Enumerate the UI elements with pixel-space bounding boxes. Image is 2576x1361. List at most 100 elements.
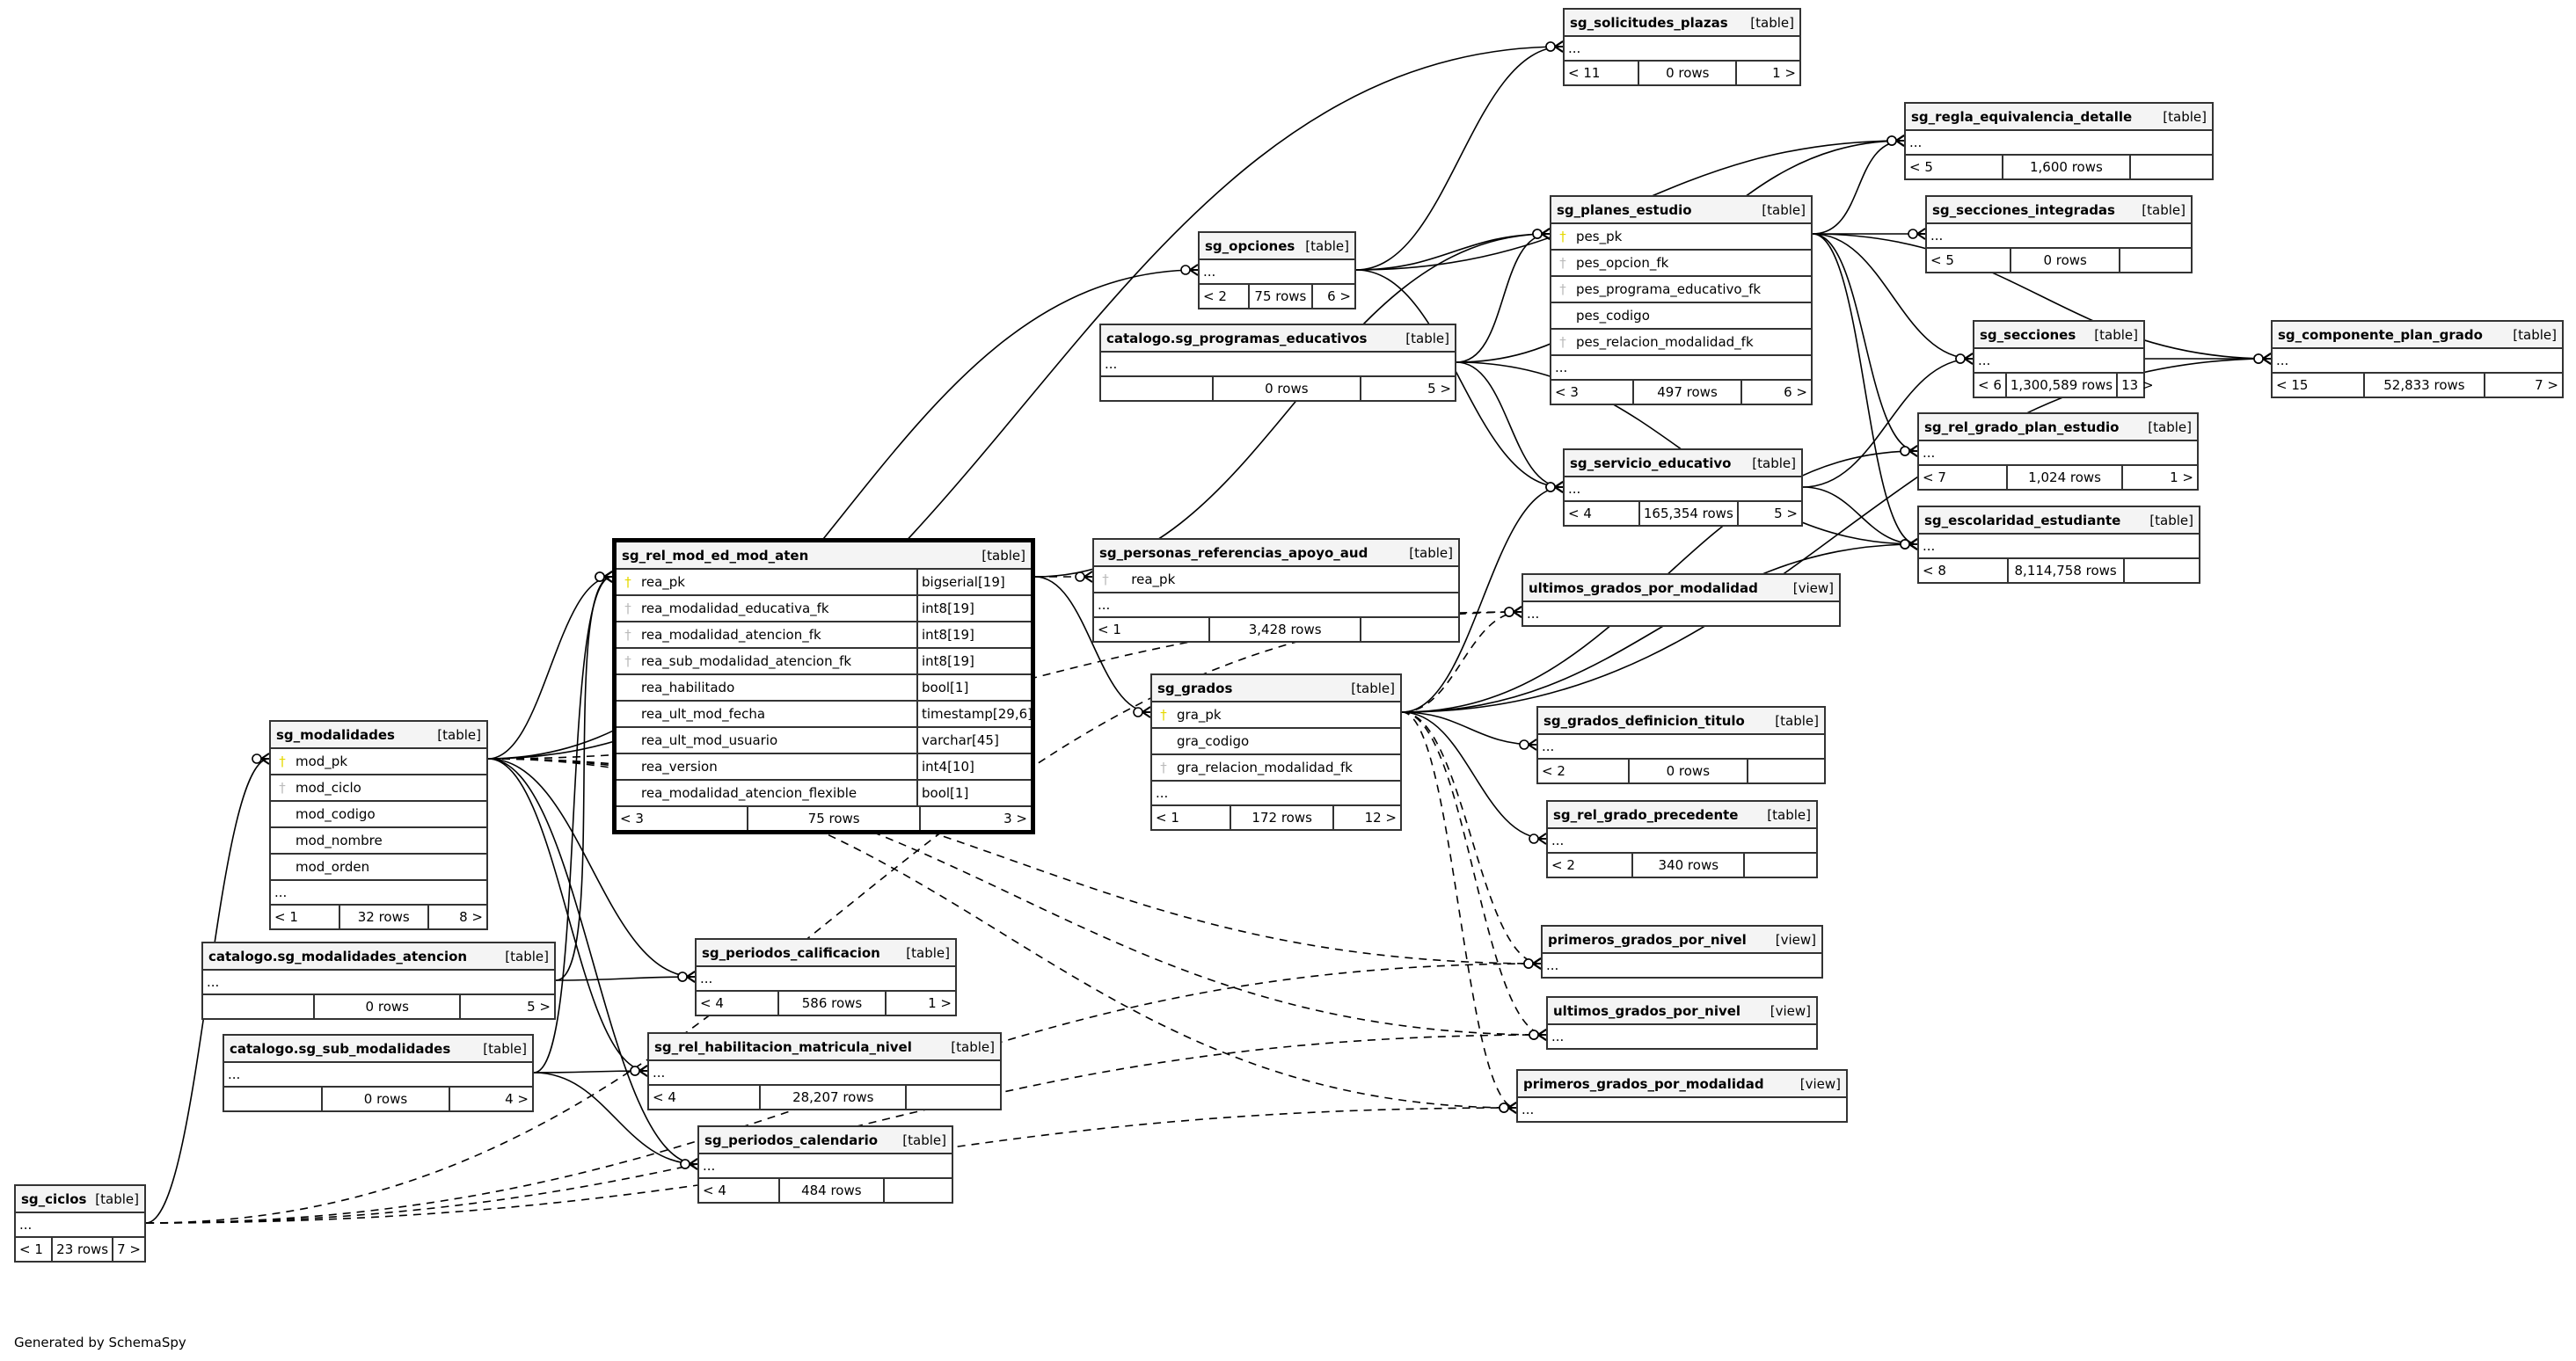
children-count[interactable]: 7 > [2535,377,2558,393]
table-header[interactable]: sg_componente_plan_grado[table] [2273,322,2562,349]
children-count[interactable] [885,1179,952,1202]
table-header[interactable]: sg_periodos_calificacion[table] [697,940,955,967]
table-name[interactable]: sg_rel_grado_precedente [1553,806,1739,823]
table-sg-rel-habilitacion-matricula-nivel[interactable]: sg_rel_habilitacion_matricula_nivel[tabl… [647,1032,1002,1110]
parents-count[interactable]: < 7 [1923,469,1946,485]
row-count[interactable]: 0 rows [2009,249,2121,272]
more-columns-ellipsis[interactable]: ... [1551,1029,1565,1044]
table-name[interactable]: sg_planes_estudio [1557,201,1692,218]
parents-count[interactable]: < 1 [274,909,298,925]
table-name[interactable]: ultimos_grados_por_nivel [1553,1002,1741,1019]
more-columns-ellipsis[interactable]: ... [1919,535,2199,559]
more-columns-ellipsis[interactable]: ... [1522,1102,1535,1117]
more-columns-ellipsis[interactable]: ... [1152,782,1400,806]
table-header[interactable]: sg_rel_habilitacion_matricula_nivel[tabl… [649,1034,1000,1061]
table-name[interactable]: sg_servicio_educativo [1570,455,1732,471]
row-count[interactable]: 172 rows [1230,806,1335,829]
table-name[interactable]: sg_regla_equivalencia_detalle [1911,108,2133,125]
table-header[interactable]: ultimos_grados_por_nivel[view] [1548,998,1816,1025]
table-header[interactable]: catalogo.sg_sub_modalidades[table] [224,1036,532,1063]
children-count[interactable]: 1 > [928,995,952,1011]
column-row[interactable]: †gra_pk [1152,702,1400,729]
table-name[interactable]: catalogo.sg_sub_modalidades [230,1040,451,1057]
table-sg-grados-definicion-titulo[interactable]: sg_grados_definicion_titulo[table]...< 2… [1536,706,1826,784]
table-name[interactable]: sg_opciones [1205,237,1295,254]
more-columns-ellipsis[interactable]: ... [2273,349,2562,374]
more-columns-ellipsis[interactable]: ... [1548,829,1816,854]
table-name[interactable]: sg_periodos_calificacion [702,944,880,961]
row-count[interactable]: 32 rows [338,906,429,928]
row-count[interactable]: 1,024 rows [2005,466,2124,489]
table-sg-modalidades[interactable]: sg_modalidades[table]†mod_pk†mod_ciclo†m… [269,720,488,930]
row-count[interactable]: 8,114,758 rows [2006,559,2125,582]
more-columns-ellipsis[interactable]: ... [1101,353,1455,377]
children-count[interactable] [1361,618,1458,641]
parents-count[interactable]: < 2 [1551,857,1575,873]
row-count[interactable]: 28,207 rows [759,1086,908,1109]
column-row[interactable]: †mod_orden [271,855,486,881]
parents-count[interactable] [1101,377,1212,400]
row-count[interactable]: 0 rows [313,995,462,1018]
table-name[interactable]: sg_escolaridad_estudiante [1924,512,2121,528]
parents-count[interactable]: < 4 [700,995,724,1011]
column-row[interactable]: †mod_codigo [271,802,486,828]
parents-count[interactable]: < 1 [1156,810,1179,826]
more-columns-ellipsis[interactable]: ... [649,1061,1000,1086]
parents-count[interactable]: < 8 [1923,563,1946,579]
row-count[interactable]: 0 rows [1212,377,1361,400]
column-row[interactable]: †gra_codigo [1152,729,1400,755]
table-name[interactable]: sg_periodos_calendario [704,1132,879,1148]
more-columns-ellipsis[interactable]: ... [1200,260,1354,285]
children-count[interactable]: 5 > [527,999,551,1015]
more-columns-ellipsis[interactable]: ... [699,1154,952,1179]
more-columns-ellipsis[interactable]: ... [1927,224,2191,249]
table-sg-planes-estudio[interactable]: sg_planes_estudio[table]†pes_pk†pes_opci… [1550,195,1813,405]
table-name[interactable]: primeros_grados_por_nivel [1548,931,1747,948]
column-row[interactable]: †mod_ciclo [271,775,486,802]
view-ultimos-grados-por-modalidad[interactable]: ultimos_grados_por_modalidad[view]... [1522,573,1841,627]
view-primeros-grados-por-modalidad[interactable]: primeros_grados_por_modalidad[view]... [1516,1069,1848,1123]
row-count[interactable]: 1,300,589 rows [2004,374,2119,397]
table-name[interactable]: sg_grados_definicion_titulo [1543,712,1745,729]
table-name[interactable]: catalogo.sg_modalidades_atencion [208,948,468,964]
more-columns-ellipsis[interactable]: ... [224,1063,532,1088]
table-name[interactable]: sg_ciclos [21,1190,87,1207]
parents-count[interactable]: < 1 [19,1241,43,1257]
parents-count[interactable]: < 3 [1555,384,1579,400]
row-count[interactable]: 23 rows [51,1238,114,1261]
table-header[interactable]: ultimos_grados_por_modalidad[view] [1523,575,1839,602]
table-header[interactable]: sg_grados_definicion_titulo[table] [1538,708,1824,735]
children-count[interactable] [2125,559,2199,582]
children-count[interactable] [2120,249,2191,272]
table-header[interactable]: sg_secciones_integradas[table] [1927,197,2191,224]
column-row[interactable]: †pes_relacion_modalidad_fk [1551,330,1811,356]
more-columns-ellipsis[interactable]: ... [1565,37,1799,62]
table-header[interactable]: catalogo.sg_programas_educativos[table] [1101,325,1455,353]
table-name[interactable]: sg_rel_grado_plan_estudio [1924,418,2120,435]
parents-count[interactable] [224,1088,321,1110]
view-primeros-grados-por-nivel[interactable]: primeros_grados_por_nivel[view]... [1541,925,1823,979]
children-count[interactable] [907,1086,1000,1109]
more-columns-ellipsis[interactable]: ... [271,881,486,906]
table-name[interactable]: sg_rel_habilitacion_matricula_nivel [654,1038,912,1055]
children-count[interactable] [2131,156,2212,178]
more-columns-ellipsis[interactable]: ... [1546,957,1559,973]
table-sg-grados[interactable]: sg_grados[table]†gra_pk†gra_codigo†gra_r… [1150,673,1402,831]
parents-count[interactable]: < 5 [1930,252,1954,268]
parents-count[interactable] [203,995,313,1018]
column-row[interactable]: †gra_relacion_modalidad_fk [1152,755,1400,782]
